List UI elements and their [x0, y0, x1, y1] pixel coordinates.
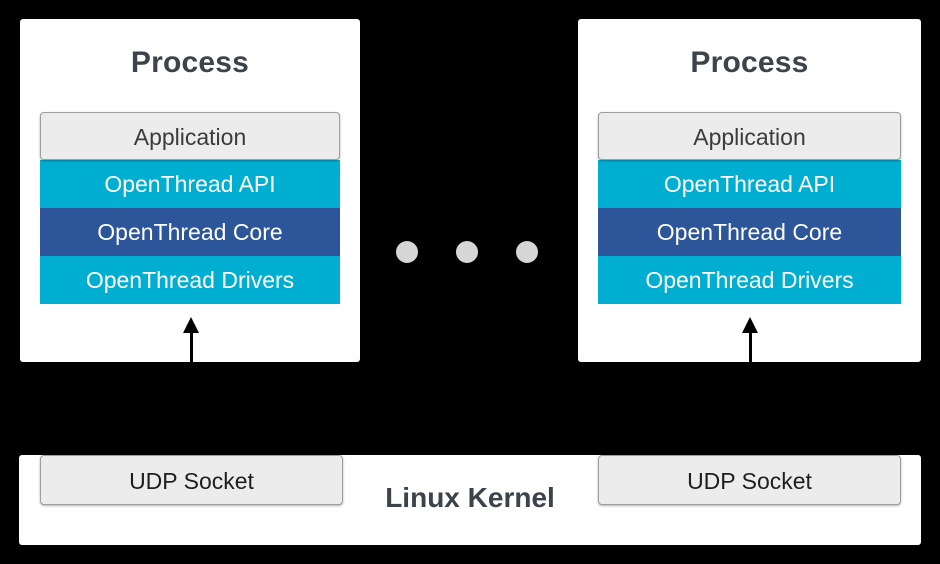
layer-openthread-core-left[interactable]: OpenThread Core — [40, 208, 340, 256]
arrow-head-left — [183, 317, 199, 333]
layer-stack-right: Application OpenThread API OpenThread Co… — [598, 112, 901, 304]
ellipsis-dot-icon-2 — [456, 241, 478, 263]
arrow-shaft-left — [190, 325, 193, 363]
layer-application-right[interactable]: Application — [598, 112, 901, 160]
layer-stack-left: Application OpenThread API OpenThread Co… — [40, 112, 340, 304]
layer-application-left[interactable]: Application — [40, 112, 340, 160]
layer-openthread-api-right[interactable]: OpenThread API — [598, 160, 901, 208]
arrow-up-left — [180, 317, 202, 363]
kernel-label: Linux Kernel — [385, 482, 555, 513]
udp-socket-right[interactable]: UDP Socket — [598, 455, 901, 505]
layer-openthread-core-right[interactable]: OpenThread Core — [598, 208, 901, 256]
layer-openthread-drivers-left[interactable]: OpenThread Drivers — [40, 256, 340, 304]
layer-openthread-api-left[interactable]: OpenThread API — [40, 160, 340, 208]
ellipsis-dot-icon-3 — [516, 241, 538, 263]
udp-socket-left[interactable]: UDP Socket — [40, 455, 343, 505]
process-title-right: Process — [690, 46, 809, 79]
kernel-panel: UDP Socket Linux Kernel UDP Socket — [19, 455, 921, 545]
process-panel-left: Process Application OpenThread API OpenT… — [20, 19, 360, 362]
ellipsis-dot-icon-1 — [396, 241, 418, 263]
arrow-shaft-right — [749, 325, 752, 363]
ellipsis-dots — [396, 241, 544, 263]
process-panel-right: Process Application OpenThread API OpenT… — [578, 19, 921, 362]
layer-openthread-drivers-right[interactable]: OpenThread Drivers — [598, 256, 901, 304]
arrow-head-right — [742, 317, 758, 333]
arrow-up-right — [739, 317, 761, 363]
process-title-left: Process — [130, 46, 250, 79]
